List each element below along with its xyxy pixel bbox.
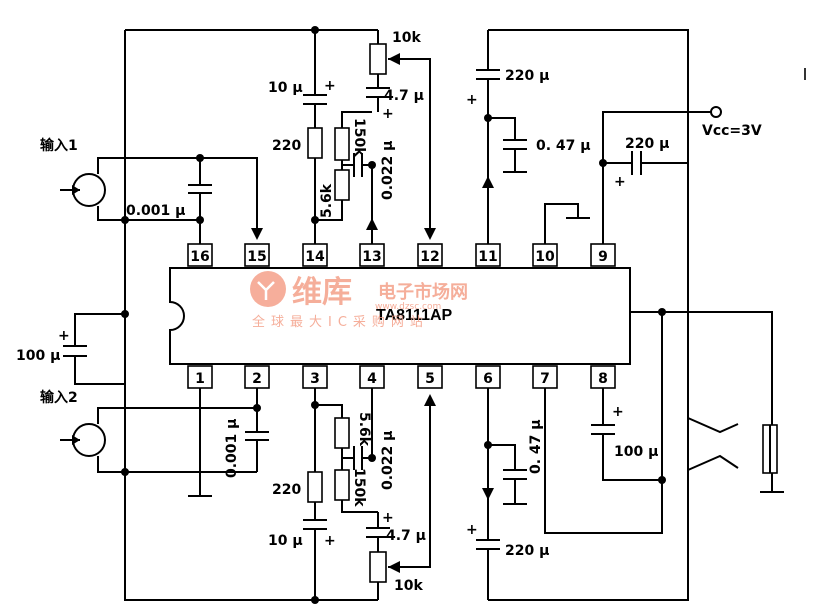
pin-5: 5 <box>425 371 435 387</box>
c-100u-left: + 100 μ <box>16 313 125 385</box>
input-1-source: 输入1 0.001 μ <box>40 137 263 244</box>
pin-9: 9 <box>598 249 608 265</box>
input-2-source: 输入2 0.001 μ <box>40 388 269 497</box>
c-47u-bottom-label: 4.7 μ <box>386 528 426 544</box>
r-220-top-label: 220 <box>272 138 301 154</box>
chip-part-number: TA8111AP <box>376 307 453 324</box>
c-100u-right-label: 100 μ <box>614 444 658 460</box>
pin6-output-network: 0. 47 μ + 220 μ <box>466 388 549 600</box>
c-10u-top-label: 10 μ <box>268 80 303 96</box>
c-47u-bottom-plus: + <box>382 510 394 526</box>
pin-11: 11 <box>478 249 497 265</box>
r-150k-bottom-label: 150k <box>351 468 367 507</box>
r-56k-bottom-label: 5.6k <box>356 412 372 447</box>
c-0001-top-label: 0.001 μ <box>126 203 185 219</box>
c-220u-vcc-plus: + <box>614 174 626 190</box>
pin3-network-bottom: 220 10 μ + 5.6k 150k 0.022 μ <box>268 388 396 600</box>
c-220u-bottom-label: 220 μ <box>505 543 549 559</box>
right-rail <box>488 29 689 601</box>
input-1-label: 输入1 <box>40 137 78 154</box>
pot-10k-bottom: + 4.7 μ 10k <box>366 394 436 600</box>
pin-16: 16 <box>190 249 209 265</box>
c-220u-vcc-label: 220 μ <box>625 136 669 152</box>
c-10u-bottom-plus: + <box>324 533 336 549</box>
pin-8: 8 <box>598 371 608 387</box>
pin-12: 12 <box>420 249 439 265</box>
ic-body <box>169 267 631 365</box>
pin-3: 3 <box>310 371 320 387</box>
c-100u-left-label: 100 μ <box>16 348 60 364</box>
c-0022-bottom-label: 0.022 μ <box>380 431 396 490</box>
input-2-label: 输入2 <box>40 389 78 406</box>
c-47u-top-label: 4.7 μ <box>384 88 424 104</box>
watermark-brand: 维库 <box>292 275 352 310</box>
ic-pins-top: 16 15 14 13 12 11 10 9 <box>187 243 616 267</box>
c-0001-bottom-label: 0.001 μ <box>224 419 240 478</box>
r-150k-top-label: 150k <box>351 118 367 157</box>
pin14-network-top: 10 μ + 220 5.6k 150k 0.022 μ <box>268 30 396 244</box>
c-220u-bottom-plus: + <box>466 522 478 538</box>
c-047-bottom-label: 0. 47 μ <box>528 419 544 474</box>
pin-14: 14 <box>305 249 325 265</box>
r-56k-top-label: 5.6k <box>319 183 335 218</box>
watermark-url: www.dzsc.com <box>375 302 441 312</box>
pot-10k-top: 10k 4.7 μ + <box>366 30 436 240</box>
c-220u-top-plus: + <box>466 92 478 108</box>
c-100u-right-plus: + <box>612 404 624 420</box>
watermark-site: 电子市场网 <box>378 281 468 303</box>
c-10u-top-plus: + <box>324 78 336 94</box>
watermark-slogan: 全球最大IC采购网站 <box>252 314 429 330</box>
pin11-output-network: 220 μ + 0. 47 μ <box>466 30 591 244</box>
c-220u-top-label: 220 μ <box>505 68 549 84</box>
ic-pins-bottom: 1 2 3 4 5 6 7 8 <box>187 365 616 389</box>
c-10u-bottom-label: 10 μ <box>268 533 303 549</box>
pot-top-label: 10k <box>392 30 421 46</box>
pot-bottom-label: 10k <box>394 578 423 594</box>
pin-4: 4 <box>367 371 377 387</box>
pin-15: 15 <box>247 249 266 265</box>
pin10-ground <box>544 203 590 244</box>
pin-10: 10 <box>535 249 555 265</box>
c-047-top-label: 0. 47 μ <box>536 138 591 154</box>
pin-2: 2 <box>252 371 262 387</box>
svg-text:+: + <box>58 328 70 344</box>
pin-7: 7 <box>540 371 550 387</box>
vcc-supply: Vcc=3V 220 μ + <box>599 106 762 244</box>
watermark: 维库 电子市场网 www.dzsc.com 全球最大IC采购网站 <box>250 271 468 330</box>
pin7-pin8-network: + 100 μ <box>544 312 666 534</box>
pin-1: 1 <box>195 371 205 387</box>
pin-6: 6 <box>483 371 493 387</box>
c-0022-top-label: 0.022 μ <box>380 141 396 200</box>
c-47u-top-plus: + <box>382 106 394 122</box>
r-220-bottom-label: 220 <box>272 482 301 498</box>
headphone-jack-icon <box>662 311 784 493</box>
vcc-label: Vcc=3V <box>702 123 762 139</box>
pin-13: 13 <box>362 249 381 265</box>
